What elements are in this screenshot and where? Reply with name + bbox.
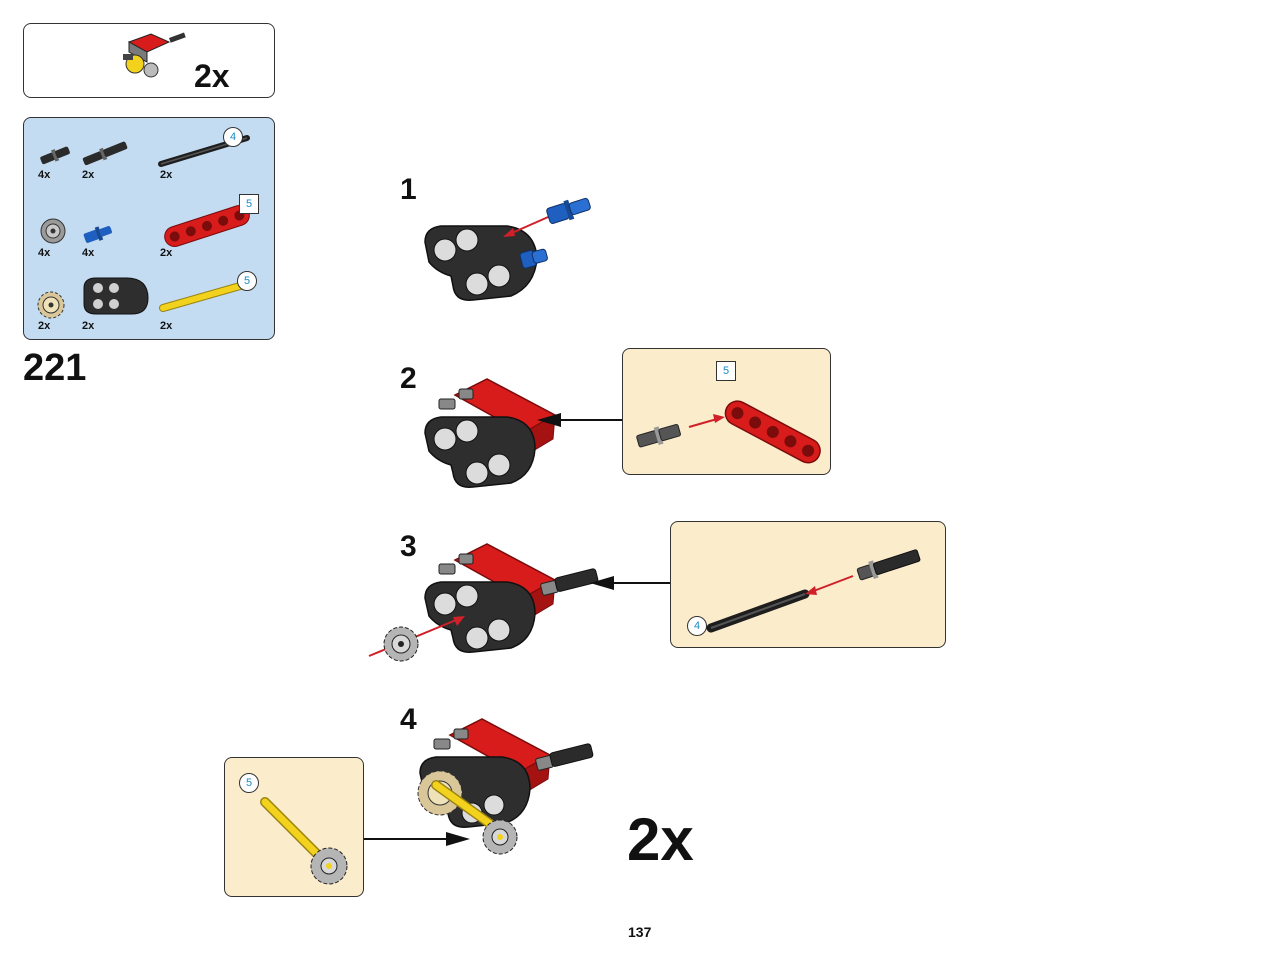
sub-step-number: 2	[400, 362, 417, 395]
part-qty: 2x	[82, 320, 95, 332]
step3-arrow	[590, 576, 670, 590]
step3-callout-image	[706, 549, 921, 633]
step3-assembly-image	[368, 543, 599, 662]
main-step-number: 221	[23, 347, 87, 389]
part-qty: 4x	[38, 169, 51, 181]
gray-bush-icon	[40, 218, 66, 244]
part-qty: 4x	[38, 247, 51, 259]
final-multiplier: 2x	[627, 806, 694, 873]
step1-assembly-image	[424, 197, 591, 301]
length-badge: 5	[239, 773, 259, 793]
length-badge: 4	[223, 127, 243, 147]
part-qty: 2x	[160, 169, 173, 181]
step2-subassembly-callout: 5	[622, 348, 831, 475]
yellow-axle-5-icon	[159, 280, 251, 312]
part-qty: 2x	[160, 247, 173, 259]
step4-arrow	[364, 832, 470, 846]
part-qty: 2x	[82, 169, 95, 181]
length-badge: 5	[237, 271, 257, 291]
length-badge: 5	[239, 194, 259, 214]
black-connector-icon	[83, 277, 149, 315]
part-qty: 4x	[82, 247, 95, 259]
step4-subassembly-callout: 5	[224, 757, 364, 897]
black-long-pin-icon	[82, 141, 128, 166]
sub-step-number: 4	[400, 703, 417, 736]
submodel-callout: 2x	[23, 23, 275, 98]
length-badge: 4	[687, 616, 707, 636]
step2-arrow	[537, 413, 623, 427]
blue-axle-pin-icon	[83, 226, 112, 243]
step4-assembly-image	[417, 718, 594, 855]
step2-assembly-image	[424, 378, 557, 488]
sub-step-number: 3	[400, 530, 417, 563]
step4-callout-image	[260, 797, 348, 885]
black-pin-icon	[40, 146, 70, 165]
step2-callout-image	[636, 400, 821, 464]
sub-step-number: 1	[400, 173, 417, 206]
parts-list-panel: 4x 2x 2x 4 4x 4x	[23, 117, 275, 340]
part-qty: 2x	[160, 320, 173, 332]
submodel-preview-image	[123, 32, 186, 78]
part-qty: 2x	[38, 320, 51, 332]
submodel-multiplier: 2x	[194, 58, 230, 94]
page-number: 137	[628, 924, 652, 940]
length-badge: 5	[716, 361, 736, 381]
step3-subassembly-callout: 4	[670, 521, 946, 648]
tan-gear-icon	[37, 291, 65, 319]
red-beam-5-icon	[164, 204, 250, 248]
